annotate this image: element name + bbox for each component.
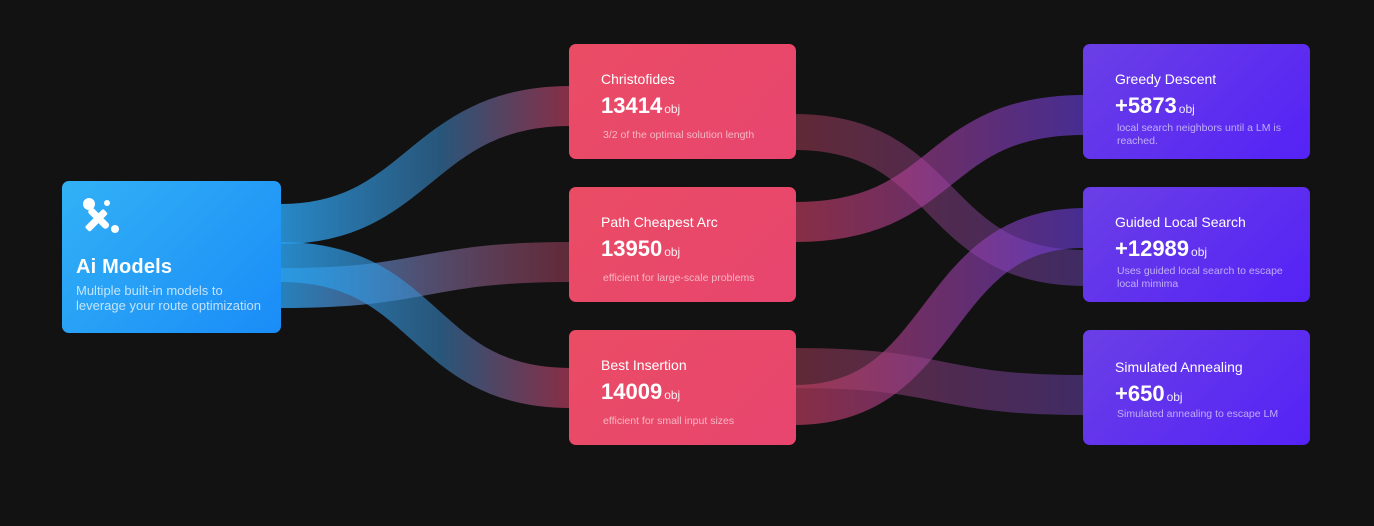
flow-link-best-insertion-simulated-annealing xyxy=(794,348,1085,415)
card-unit: obj xyxy=(664,388,681,402)
card-name: Path Cheapest Arc xyxy=(601,214,718,230)
card-unit: obj xyxy=(664,245,681,259)
card-description: local search neighbors until a LM is rea… xyxy=(1117,122,1282,147)
flow-link-source-christofides xyxy=(280,86,571,244)
card-description: 3/2 of the optimal solution length xyxy=(603,129,755,141)
flow-link-path-cheapest-arc-greedy-descent xyxy=(794,95,1085,242)
card-name: Guided Local Search xyxy=(1115,214,1246,230)
flow-link-christofides-guided-local-search xyxy=(794,114,1085,286)
source-title: Ai Models xyxy=(76,256,173,278)
card-name: Greedy Descent xyxy=(1115,71,1217,87)
card-unit: obj xyxy=(1178,102,1195,116)
card-name: Christofides xyxy=(601,71,675,87)
card-unit: obj xyxy=(1166,390,1183,404)
card-name: Simulated Annealing xyxy=(1115,359,1243,375)
flow-link-source-best-insertion xyxy=(280,242,571,408)
card-description: efficient for large-scale problems xyxy=(603,272,755,284)
source-description: Multiple built-in models to leverage you… xyxy=(76,283,261,313)
card-description: efficient for small input sizes xyxy=(603,415,735,427)
card-description: Simulated annealing to escape LM xyxy=(1117,408,1279,420)
source-card-ai-models[interactable]: Ai Models Multiple built-in models to le… xyxy=(62,181,281,333)
flow-link-best-insertion-guided-local-search xyxy=(794,208,1085,425)
card-unit: obj xyxy=(664,102,681,116)
card-description: Uses guided local search to escape local… xyxy=(1117,265,1283,290)
card-unit: obj xyxy=(1191,245,1208,259)
card-name: Best Insertion xyxy=(601,357,687,373)
tools-icon xyxy=(80,195,124,237)
